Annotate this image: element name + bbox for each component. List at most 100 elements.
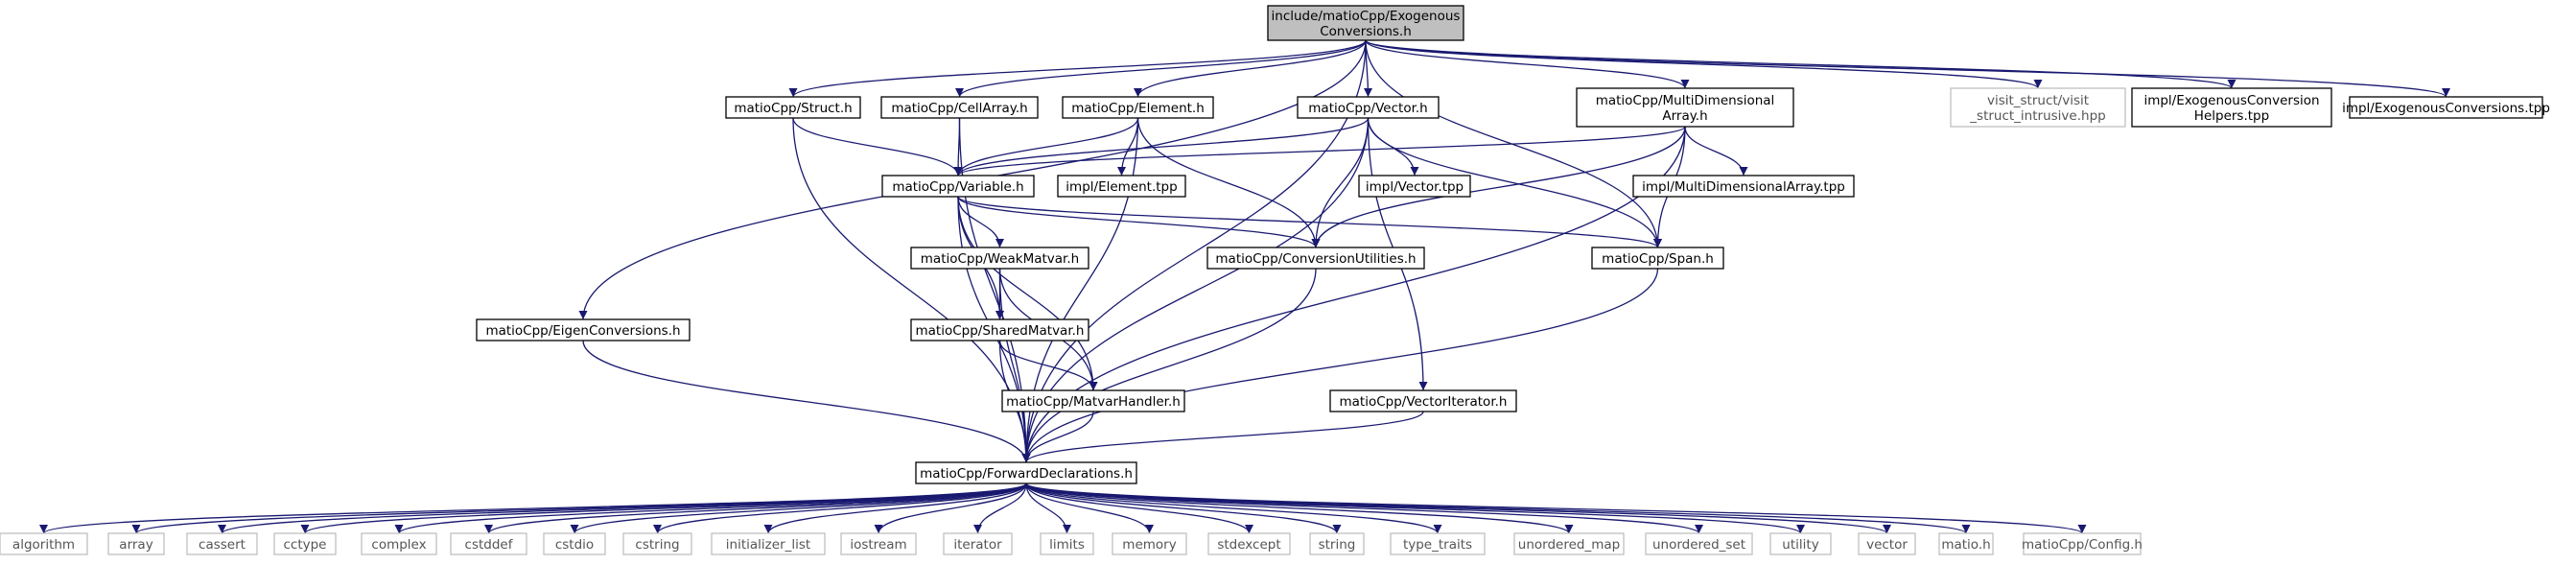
node-label: unordered_set [1652, 537, 1745, 553]
node-box [1938, 532, 1994, 555]
edge-fwd-to-cstdio [570, 483, 1027, 534]
node-box [881, 175, 1035, 198]
node-box [880, 96, 1039, 119]
edge-line [998, 268, 1031, 463]
node-struct[interactable]: matioCpp/Struct.h [725, 96, 861, 119]
edge-weak-to-fwd [998, 268, 1031, 463]
node-label: Array.h [1662, 108, 1707, 124]
edge-line [1025, 483, 1891, 534]
edge-line [570, 483, 1027, 534]
node-label: iterator [953, 537, 1002, 553]
node-box [2131, 87, 2332, 128]
node-uset: unordered_set [1645, 532, 1753, 555]
node-visit: visit_struct/visit_struct_intrusive.hpp [1950, 87, 2126, 128]
edge-fwd-to-algorithm [39, 483, 1027, 534]
node-multidim[interactable]: matioCpp/MultiDimensionalArray.h [1576, 87, 1794, 128]
node-variable[interactable]: matioCpp/Variable.h [881, 175, 1035, 198]
node-box [1513, 532, 1625, 555]
node-handler[interactable]: matioCpp/MatvarHandler.h [1001, 389, 1185, 412]
node-box [1267, 5, 1464, 41]
edge-shared-to-handler [998, 340, 1098, 391]
node-label: _struct_intrusive.hpp [1969, 108, 2105, 124]
edge-root-to-helpers [1365, 39, 2236, 89]
node-box [1309, 532, 1365, 555]
node-elementtpp[interactable]: impl/Element.tpp [1057, 175, 1186, 198]
edge-span-to-fwd [1021, 268, 1659, 463]
edge-convutil-to-fwd [1021, 268, 1317, 463]
node-label: matioCpp/ConversionUtilities.h [1215, 251, 1416, 267]
node-span[interactable]: matioCpp/Span.h [1591, 247, 1724, 270]
edge-line [1117, 117, 1139, 177]
node-label: utility [1782, 537, 1818, 553]
node-cstdio: cstdio [543, 532, 606, 555]
node-multidimtpp[interactable]: impl/MultiDimensionalArray.tpp [1632, 175, 1855, 198]
node-box [1632, 175, 1855, 198]
node-label: Conversions.h [1320, 24, 1412, 39]
edge-line [957, 196, 1321, 248]
node-box [910, 247, 1089, 270]
node-label: stdexcept [1217, 537, 1280, 553]
node-convutil[interactable]: matioCpp/ConversionUtilities.h [1206, 247, 1425, 270]
node-vectoriter[interactable]: matioCpp/VectorIterator.h [1329, 389, 1517, 412]
node-string: string [1309, 532, 1365, 555]
edge-fwd-to-typetraits [1025, 483, 1442, 534]
node-memory: memory [1112, 532, 1187, 555]
edge-line [953, 117, 1370, 177]
node-cellarray[interactable]: matioCpp/CellArray.h [880, 96, 1039, 119]
node-weak[interactable]: matioCpp/WeakMatvar.h [910, 247, 1089, 270]
edge-line [1025, 483, 1574, 534]
node-box [1950, 87, 2126, 128]
node-label: matio.h [1941, 537, 1990, 553]
edge-line [1025, 483, 2087, 534]
edge-line [1684, 126, 1748, 177]
node-label: matioCpp/WeakMatvar.h [921, 251, 1079, 267]
node-label: iostream [850, 537, 906, 553]
edge-line [957, 196, 1004, 248]
node-box [1297, 96, 1440, 119]
node-label: impl/MultiDimensionalArray.tpp [1642, 179, 1845, 195]
edge-element-to-elementtpp [1117, 117, 1139, 177]
node-fwd[interactable]: matioCpp/ForwardDeclarations.h [915, 461, 1137, 484]
node-utility: utility [1769, 532, 1832, 555]
node-vectortpp[interactable]: impl/Vector.tpp [1358, 175, 1471, 198]
edge-root-to-fwd [1021, 39, 1367, 463]
node-eigen[interactable]: matioCpp/EigenConversions.h [476, 318, 691, 341]
edge-line [763, 483, 1027, 534]
node-label: limits [1049, 537, 1085, 553]
edge-line [792, 117, 1031, 463]
edge-line [957, 196, 1662, 248]
nodes-layer: include/matioCpp/ExogenousConversions.h m… [0, 5, 2550, 555]
node-label: matioCpp/ForwardDeclarations.h [920, 466, 1133, 482]
edge-root-to-multidim [1365, 39, 1690, 89]
node-label: matioCpp/Config.h [2022, 537, 2143, 553]
edge-root-to-element [1134, 39, 1367, 98]
node-box [1576, 87, 1794, 128]
node-exotpp[interactable]: impl/ExogenousConversions.tpp [2342, 96, 2550, 119]
edge-line [953, 117, 1139, 177]
node-matio: matio.h [1938, 532, 1994, 555]
edge-line [1025, 483, 1971, 534]
edge-fwd-to-cctype [300, 483, 1027, 534]
node-label: complex [371, 537, 426, 553]
edge-line [955, 39, 1367, 98]
node-shared[interactable]: matioCpp/SharedMatvar.h [910, 318, 1089, 341]
node-box [1769, 532, 1832, 555]
edge-line [957, 196, 1098, 391]
node-cctype: cctype [273, 532, 337, 555]
node-array: array [107, 532, 165, 555]
edge-line [1365, 39, 2043, 89]
edge-line [1365, 39, 2450, 98]
node-root: include/matioCpp/ExogenousConversions.h [1267, 5, 1464, 41]
edge-line [1365, 39, 2236, 89]
node-label: matioCpp/VectorIterator.h [1340, 394, 1508, 410]
edge-line [874, 483, 1027, 534]
node-box [1591, 247, 1724, 270]
node-box [1858, 532, 1916, 555]
node-algorithm: algorithm [0, 532, 88, 555]
edge-line [1021, 268, 1317, 463]
node-element[interactable]: matioCpp/Element.h [1062, 96, 1214, 119]
node-vector[interactable]: matioCpp/Vector.h [1297, 96, 1440, 119]
edge-root-to-visit [1365, 39, 2043, 89]
edges-layer [39, 39, 2450, 534]
